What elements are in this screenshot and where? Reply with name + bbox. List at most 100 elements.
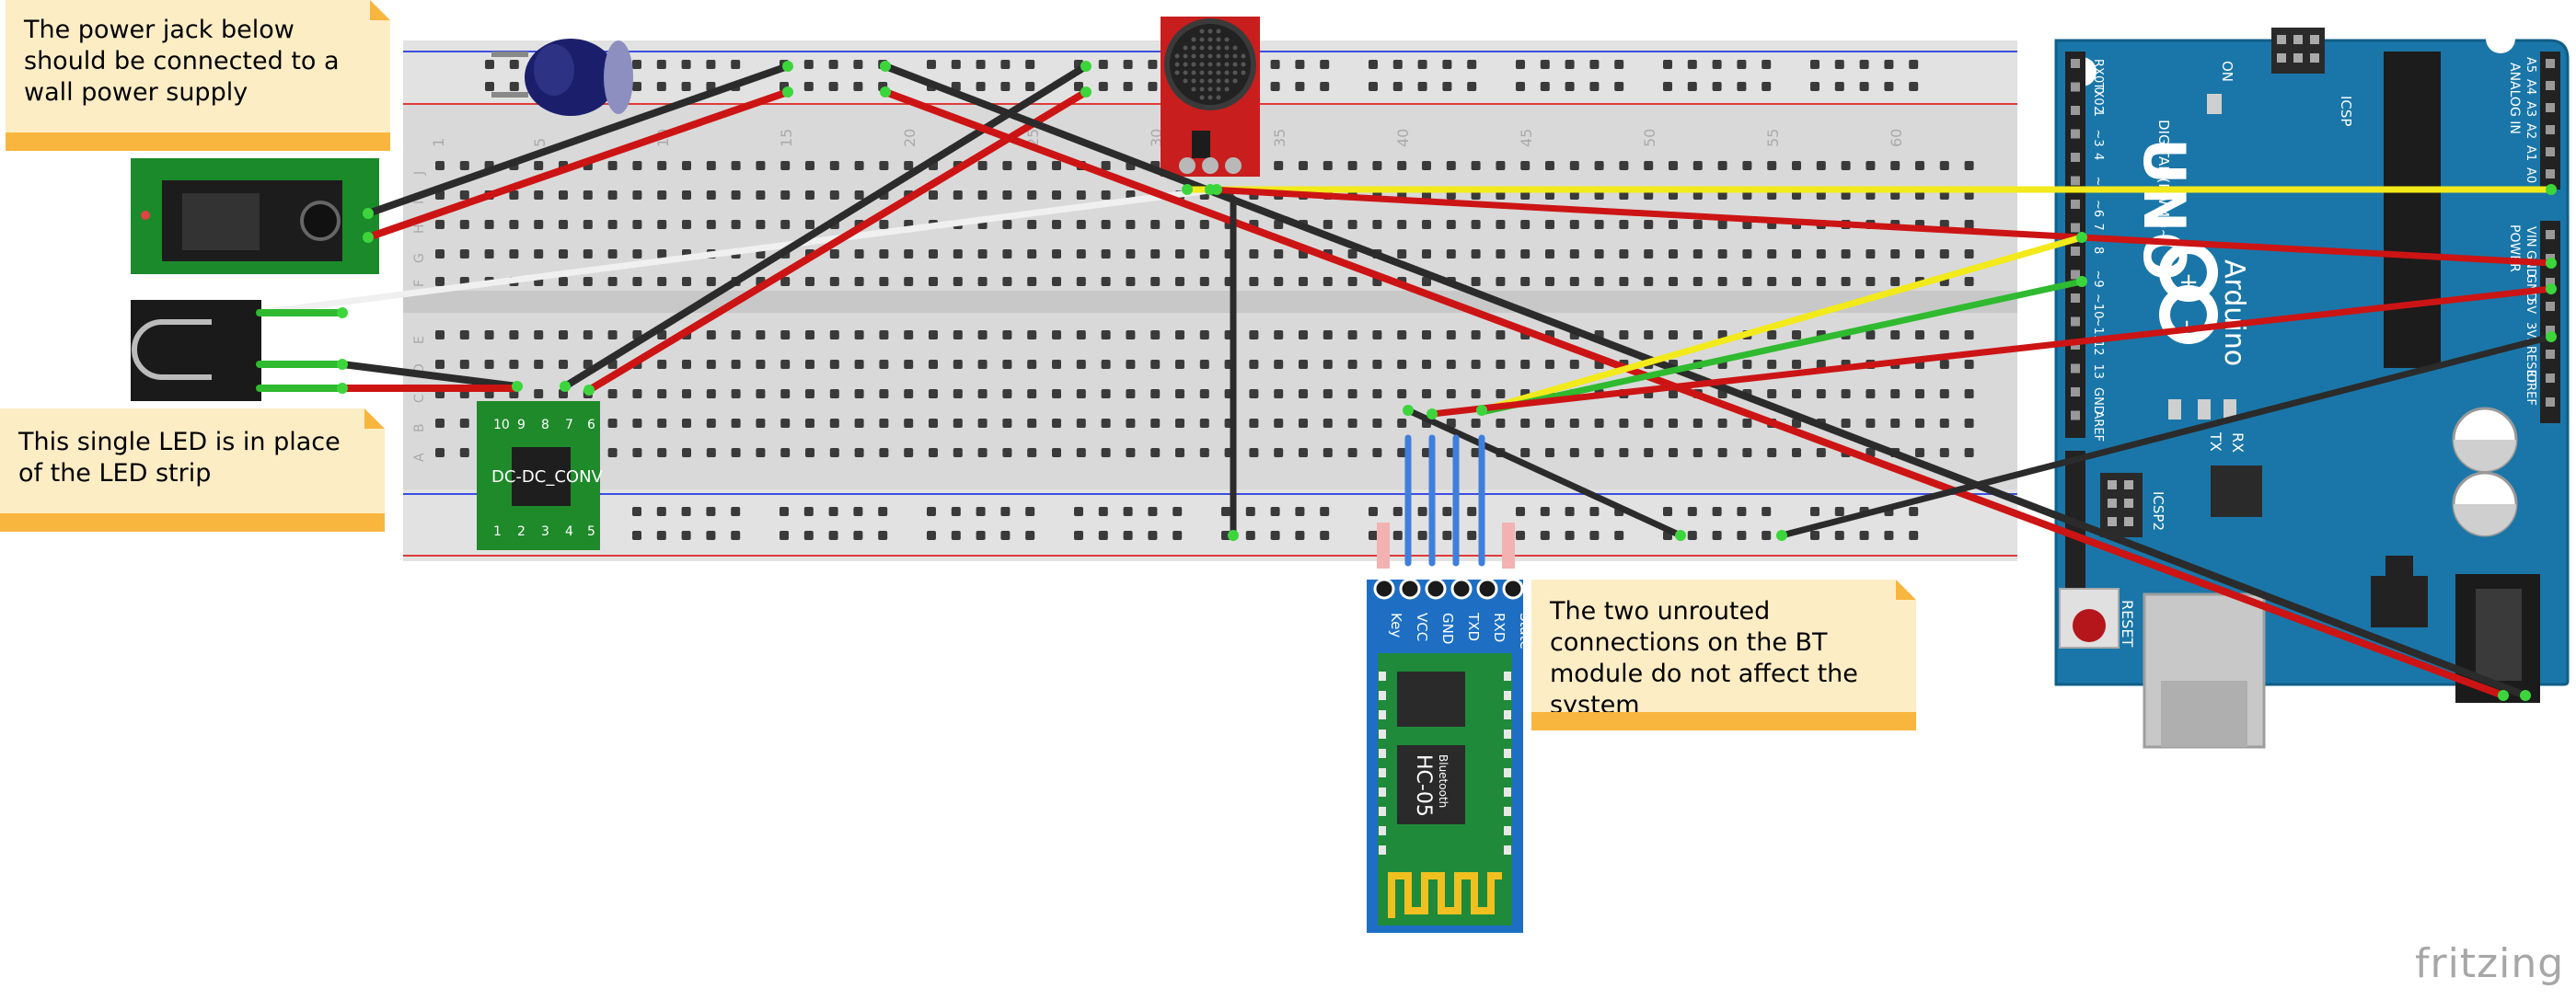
breadboard-hole — [657, 448, 667, 457]
breadboard-hole — [1767, 330, 1777, 339]
breadboard-hole — [1422, 220, 1431, 229]
breadboard-hole — [780, 448, 791, 457]
breadboard-hole — [1052, 448, 1061, 457]
breadboard-hole — [1126, 330, 1136, 339]
breadboard-hole — [977, 360, 988, 369]
breadboard-hole — [484, 330, 494, 339]
breadboard-hole — [1792, 360, 1801, 369]
breadboard-hole — [756, 220, 766, 229]
analog-pin-label: A5 — [2524, 57, 2537, 73]
bt-pin-label: TXD — [1465, 612, 1482, 641]
rail-hole — [1614, 82, 1624, 91]
breadboard-hole — [1347, 161, 1357, 170]
breadboard-hole — [904, 360, 914, 369]
rail-hole — [706, 60, 716, 69]
breadboard-hole — [1619, 330, 1629, 339]
breadboard-hole — [1002, 389, 1012, 398]
breadboard-hole — [1347, 220, 1357, 229]
breadboard-hole — [854, 419, 864, 428]
rail-hole — [632, 531, 641, 540]
breadboard-hole — [1101, 249, 1111, 259]
icsp2-pin — [2108, 480, 2117, 489]
breadboard-hole — [607, 220, 618, 229]
wire-end — [1182, 184, 1193, 195]
breadboard-hole — [780, 277, 791, 286]
rail-hole — [1834, 507, 1844, 516]
rail-hole — [1245, 507, 1255, 516]
power-jack-dot — [141, 211, 150, 220]
breadboard-hole — [1742, 249, 1752, 259]
breadboard-hole — [1199, 419, 1209, 428]
breadboard-hole — [1274, 419, 1284, 428]
breadboard-hole — [583, 249, 593, 259]
power-label: POWER — [2507, 224, 2522, 272]
breadboard-hole — [756, 360, 766, 369]
header-pin — [2071, 176, 2080, 186]
breadboard-hole — [459, 448, 469, 457]
breadboard-hole — [1692, 448, 1703, 457]
breadboard-hole — [1644, 419, 1654, 428]
wire-end — [782, 86, 793, 98]
wire-end — [782, 61, 793, 72]
rail-hole — [1000, 82, 1011, 91]
mounting-hole — [2486, 24, 2515, 53]
grille-dot — [1241, 62, 1246, 67]
breadboard-hole — [1964, 330, 1974, 339]
breadboard-hole — [1126, 419, 1136, 428]
breadboard-hole — [1027, 360, 1037, 369]
wire-black — [1404, 407, 1684, 539]
wire-end — [2546, 184, 2557, 195]
bt-chip — [1397, 672, 1465, 727]
rail-hole — [1369, 507, 1378, 516]
icsp-pins — [2277, 35, 2319, 63]
icsp2-pins — [2108, 480, 2133, 526]
bt-pad — [1504, 672, 1511, 681]
breadboard-hole — [534, 249, 544, 259]
breadboard-hole — [706, 419, 716, 428]
rail-hole — [632, 82, 641, 91]
breadboard-hole — [1323, 389, 1333, 398]
grille-dot — [1191, 62, 1196, 67]
rail-hole — [1123, 82, 1133, 91]
breadboard-hole — [731, 360, 741, 369]
single-led — [131, 300, 261, 401]
breadboard-hole — [1644, 330, 1654, 339]
rail-hole — [1417, 82, 1427, 91]
mic-grille-dots — [1174, 29, 1246, 100]
breadboard-hole — [607, 249, 618, 259]
bt-pad — [1379, 845, 1386, 855]
rail-hole — [853, 507, 863, 516]
breadboard-hole — [1199, 330, 1209, 339]
bt-pin-head — [1502, 578, 1524, 600]
rail-hole — [1025, 507, 1035, 516]
breadboard-hole — [929, 360, 938, 369]
breadboard-hole — [1964, 448, 1974, 457]
icsp-pin — [2277, 53, 2286, 63]
wire-end — [1403, 405, 1414, 416]
breadboard-hole — [1669, 419, 1678, 428]
reset-button-cap[interactable] — [2073, 609, 2106, 642]
breadboard-hole — [1126, 448, 1136, 457]
breadboard-hole — [583, 277, 593, 286]
breadboard-hole — [583, 190, 593, 200]
breadboard-hole — [1939, 330, 1949, 339]
rail-hole — [1025, 531, 1035, 540]
breadboard-hole — [559, 277, 568, 286]
breadboard-hole — [1594, 419, 1604, 428]
rail-hole — [780, 507, 789, 516]
note-band — [1531, 712, 1916, 730]
rail-hole — [1909, 507, 1919, 516]
rail-hole — [1148, 507, 1158, 516]
header-pin — [2546, 103, 2555, 112]
breadboard-hole — [1816, 389, 1826, 398]
header-pin — [2071, 223, 2080, 233]
breadboard-hole — [829, 277, 839, 286]
breadboard-hole — [1101, 360, 1111, 369]
breadboard-hole — [731, 220, 741, 229]
rail-hole — [1589, 60, 1600, 69]
rail-hole — [1148, 531, 1158, 540]
capacitor-stripe — [604, 40, 633, 114]
